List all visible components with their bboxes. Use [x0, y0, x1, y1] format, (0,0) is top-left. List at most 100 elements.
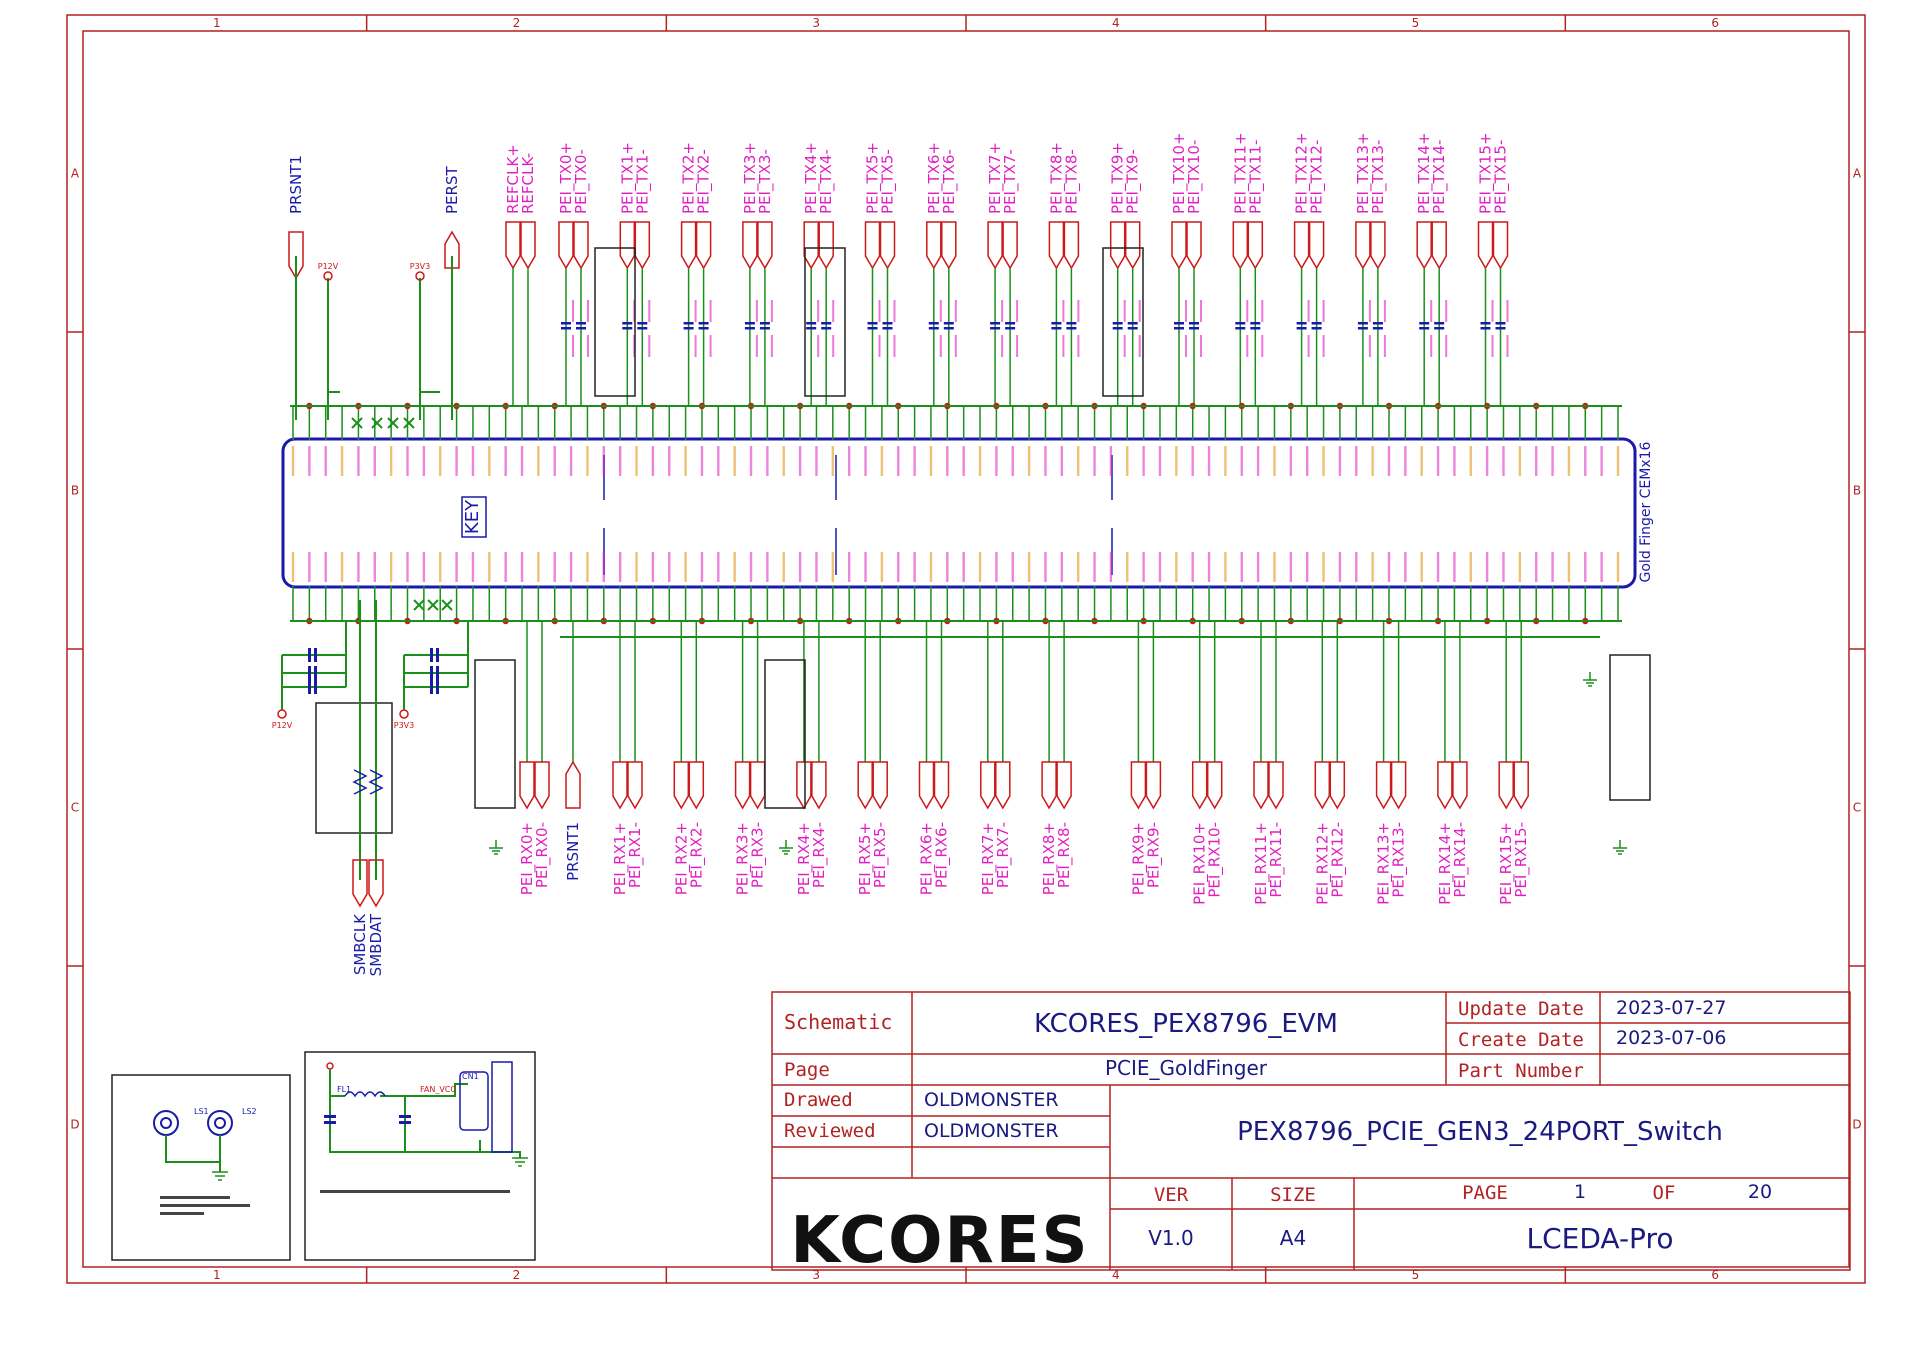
- ac-capacitor: [821, 322, 832, 325]
- pin-label-bottom: [782, 552, 785, 582]
- fan-circuit-box: FAN_VCC CN1 FL1: [304, 1051, 536, 1261]
- pin-label-bottom: [1076, 552, 1080, 582]
- pin-label-top: [1338, 446, 1342, 476]
- pin-label-bottom: [651, 552, 655, 582]
- net-label-bottom: PEI_RX5-: [871, 822, 890, 888]
- pin-label-top: [1387, 446, 1391, 476]
- pin-label-top: [1060, 446, 1064, 476]
- net-port-top: [1063, 221, 1080, 270]
- pin-label-top: [880, 446, 884, 476]
- net-label-bottom: PEI_RX14+: [1436, 822, 1455, 905]
- pin-label-top: [1469, 446, 1472, 476]
- net-label-top: PEI_TX8-: [1062, 149, 1081, 214]
- pin-label-top: [291, 446, 295, 476]
- pin-label-bottom: [586, 552, 589, 582]
- pin-label-bottom: [1011, 552, 1014, 582]
- ver-label: VER: [1154, 1184, 1189, 1206]
- pin-label-top: [815, 446, 818, 476]
- frame-column-label: 6: [1711, 1268, 1719, 1282]
- pin-label-top: [520, 446, 524, 476]
- pin-label-bottom: [1453, 552, 1456, 582]
- pin-label-bottom: [1387, 552, 1391, 582]
- net-label-bottom: PRSNT1: [564, 822, 582, 881]
- pin-label-top: [668, 446, 671, 476]
- net-label-top: PEI_TX3+: [741, 142, 760, 214]
- page-label: Page: [784, 1059, 830, 1081]
- smbus-port: [352, 859, 368, 908]
- pin-label-top: [1453, 446, 1456, 476]
- net-label-top: PEI_TX7+: [986, 142, 1005, 214]
- net-label-bottom: PEI_RX14-: [1451, 822, 1470, 898]
- net-label-bottom: PEI_RX12+: [1313, 822, 1332, 905]
- pin-label-bottom: [668, 552, 671, 582]
- pin-label-bottom: [308, 552, 311, 582]
- pin-label-bottom: [1404, 552, 1407, 582]
- net-port-top: [757, 221, 773, 270]
- smbus-label: SMBDAT: [367, 913, 385, 976]
- net-label-top: PEI_TX2-: [695, 149, 714, 214]
- pin-label-bottom: [684, 552, 687, 582]
- pin-label-top: [929, 446, 933, 476]
- pin-label-top: [1158, 446, 1162, 476]
- pin-label-bottom: [864, 552, 867, 582]
- pin-label-bottom: [504, 552, 507, 582]
- net-port-top: [1431, 221, 1447, 270]
- pin-label-top: [749, 446, 753, 476]
- pin-label-top: [635, 446, 638, 476]
- net-label-top: PEI_TX15+: [1477, 132, 1496, 214]
- pin-label-bottom: [847, 552, 851, 582]
- pin-label-top: [569, 446, 573, 476]
- gold-finger-connector: KEY Gold Finger CEMx16: [281, 402, 1654, 625]
- pin-label-top: [488, 446, 491, 476]
- net-label-bottom: PEI_RX2-: [687, 822, 706, 888]
- net-label-bottom: PEI_RX5+: [856, 822, 875, 895]
- net-label-bottom: PEI_RX6-: [933, 822, 952, 888]
- page-total: 20: [1748, 1181, 1772, 1203]
- net-port-bottom: [734, 761, 751, 810]
- page-no: 1: [1574, 1181, 1586, 1203]
- net-label-top: PERST: [443, 166, 461, 214]
- net-port-bottom: [918, 761, 935, 810]
- net-label-top: REFCLK-: [519, 153, 537, 214]
- ac-capacitor: [1372, 322, 1383, 325]
- pin-label-top: [324, 446, 327, 476]
- net-port-top: [1124, 221, 1141, 270]
- net-label-bottom: PEI_RX1-: [626, 822, 645, 888]
- net-port-bottom: [1437, 761, 1453, 810]
- connector-pins-top: [291, 402, 1620, 476]
- net-port-top: [288, 231, 304, 280]
- pin-label-bottom: [1535, 552, 1538, 582]
- net-port-top: [1477, 221, 1494, 270]
- pin-label-top: [1305, 446, 1309, 476]
- pin-label-bottom: [1109, 552, 1113, 582]
- update-date-label: Update Date: [1458, 998, 1584, 1020]
- net-port-top: [926, 221, 942, 270]
- net-port-bottom: [519, 761, 535, 810]
- net-port-top: [505, 221, 521, 270]
- net-label-bottom: PEI_RX7-: [994, 822, 1013, 888]
- pin-label-bottom: [1060, 552, 1064, 582]
- pin-label-top: [1224, 446, 1227, 476]
- pin-label-bottom: [422, 552, 426, 582]
- net-port-bottom: [1191, 761, 1208, 810]
- connector-body: [281, 437, 1637, 589]
- net-port-top: [818, 221, 834, 270]
- pin-label-bottom: [1256, 552, 1260, 582]
- ac-capacitor: [576, 322, 586, 325]
- pin-label-bottom: [733, 552, 736, 582]
- pin-label-top: [1256, 446, 1260, 476]
- pin-label-top: [1076, 446, 1080, 476]
- pin-label-bottom: [520, 552, 524, 582]
- frame-row-label: D: [1852, 1118, 1861, 1132]
- net-port-bottom: [1145, 761, 1162, 810]
- pin-label-bottom: [488, 552, 491, 582]
- pin-label-top: [766, 446, 769, 476]
- frame-column-label: 4: [1112, 1268, 1120, 1282]
- net-label-bottom: PEI_RX13+: [1375, 822, 1394, 905]
- pin-label-bottom: [1224, 552, 1227, 582]
- aux-boxes: [474, 247, 1651, 809]
- net-port-bottom: [872, 761, 888, 810]
